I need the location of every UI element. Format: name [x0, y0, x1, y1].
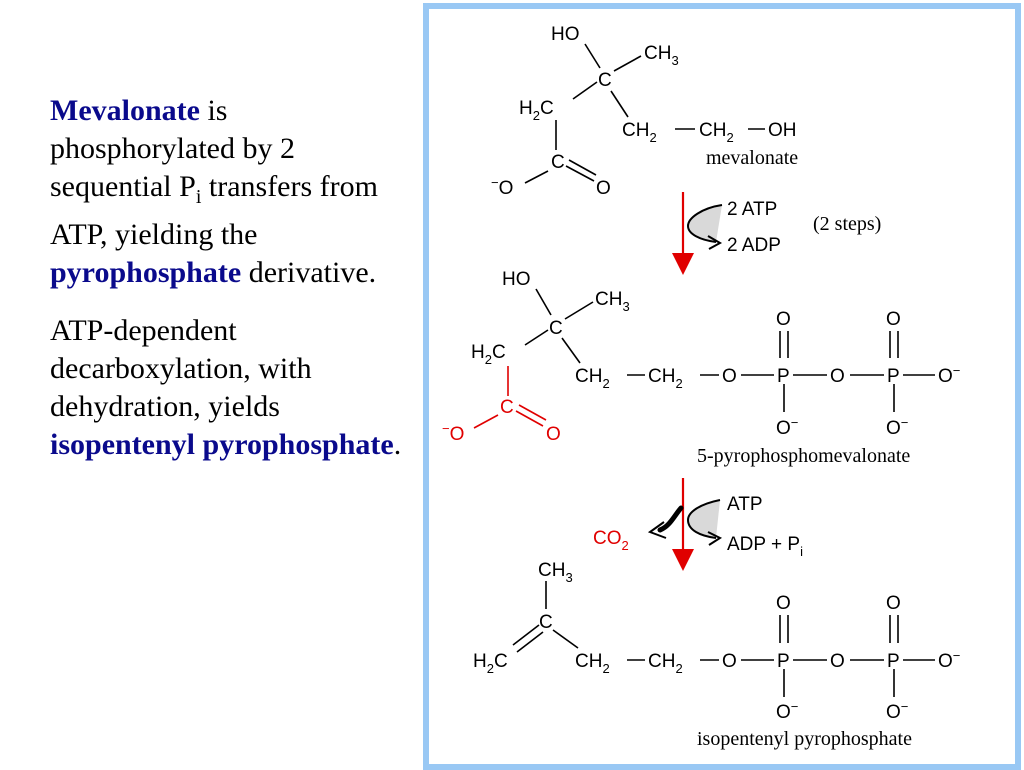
atom-o-minus: O− — [938, 363, 960, 387]
atom-c-central: C — [598, 70, 612, 91]
reaction-scheme: HO CH3 C H2C CH2 CH2 OH C −O O mevalonat… — [442, 24, 960, 750]
bond — [610, 90, 629, 118]
mevalonate-structure: HO CH3 C H2C CH2 CH2 OH C −O O mevalonat… — [491, 24, 798, 199]
bond — [552, 629, 579, 649]
label-atp: ATP — [727, 494, 763, 515]
reaction-step-1: 2 ATP 2 ADP (2 steps) — [672, 192, 881, 275]
atom-c-central: C — [549, 318, 563, 339]
label-isopentenyl-pyrophosphate: isopentenyl pyrophosphate — [697, 728, 912, 750]
paragraph-text: is phosphorylated by 2 sequential P — [50, 94, 295, 203]
atom-o: O — [722, 366, 737, 387]
bond — [564, 301, 594, 320]
paragraph-text: . — [393, 428, 402, 461]
atom-p: P — [887, 366, 900, 387]
atom-o: O — [830, 366, 845, 387]
atom-h2c: H2C — [473, 651, 508, 676]
bond-red — [473, 414, 499, 429]
bond-double — [565, 165, 595, 182]
atom-o: O — [776, 593, 791, 614]
term-mevalonate: Mevalonate — [50, 94, 200, 127]
label-adp-pi: ADP + Pi — [727, 534, 803, 559]
atom-p: P — [887, 651, 900, 672]
atom-p: P — [777, 366, 790, 387]
label-pyrophosphomevalonate: 5-pyrophosphomevalonate — [697, 445, 910, 467]
atom-o: O — [830, 651, 845, 672]
curved-arrow-head — [707, 235, 723, 250]
label-2-adp: 2 ADP — [727, 235, 781, 256]
paragraph-decarboxylation: ATP-dependent decarboxylation, with dehy… — [50, 312, 410, 464]
atom-oh: OH — [768, 120, 797, 141]
reaction-step-2: ATP ADP + Pi CO2 — [593, 478, 803, 571]
atom-c-carboxyl-red: C — [500, 397, 514, 418]
atom-ch2: CH2 — [648, 366, 683, 391]
reaction-panel — [423, 3, 1021, 770]
atom-ho: HO — [502, 269, 531, 290]
curved-arrow-head — [707, 531, 723, 546]
atom-o-minus: O− — [776, 415, 798, 439]
atom-p: P — [777, 651, 790, 672]
atom-c: C — [539, 612, 553, 633]
bond-double — [516, 631, 544, 653]
atom-ch2: CH2 — [575, 651, 610, 676]
term-pyrophosphate: pyrophosphate — [50, 256, 242, 289]
atom-o-minus: O− — [776, 699, 798, 723]
curved-arrow-atp-adp — [686, 204, 723, 243]
atom-ch2: CH2 — [699, 120, 734, 145]
atom-o-red: O — [546, 424, 561, 445]
bond — [572, 81, 598, 100]
atom-o-minus: O− — [938, 648, 960, 672]
atom-o: O — [886, 309, 901, 330]
curved-arrow-atp-adp — [686, 499, 721, 539]
atom-ch2: CH2 — [648, 651, 683, 676]
bond — [524, 170, 549, 184]
atom-ch3: CH3 — [595, 289, 630, 314]
bond — [584, 43, 601, 69]
bond-red-double — [515, 410, 544, 427]
label-2-atp: 2 ATP — [727, 199, 777, 220]
atom-ho: HO — [551, 24, 580, 45]
atom-o-minus: −O — [491, 175, 513, 199]
paragraph-text: derivative. — [241, 256, 377, 289]
atom-o: O — [722, 651, 737, 672]
atom-h2c: H2C — [519, 98, 554, 123]
atom-c-carboxyl: C — [551, 152, 565, 173]
subscript-i: i — [195, 186, 202, 208]
isopentenyl-pyrophosphate-structure: CH3 C H2C CH2 CH2 O P O P O− O O O− O− i… — [473, 560, 960, 750]
atom-ch2: CH2 — [575, 366, 610, 391]
atom-h2c: H2C — [471, 342, 506, 367]
atom-o-minus: O− — [886, 415, 908, 439]
atom-ch3: CH3 — [644, 43, 679, 68]
bond — [524, 329, 549, 346]
paragraph-text: ATP-dependent decarboxylation, with dehy… — [50, 314, 312, 423]
bond-double — [568, 159, 597, 176]
curved-arrow-head — [647, 521, 667, 539]
bond — [535, 288, 552, 316]
pyrophosphomevalonate-structure: HO CH3 C H2C CH2 CH2 O P O P O− O O O− O… — [442, 269, 960, 467]
label-2-steps: (2 steps) — [813, 213, 881, 235]
term-isopentenyl-pyrophosphate: isopentenyl pyrophosphate — [50, 428, 394, 461]
atom-o: O — [776, 309, 791, 330]
bond-double — [512, 624, 540, 646]
atom-o: O — [596, 178, 611, 199]
bond-red-double — [518, 404, 547, 421]
atom-ch2: CH2 — [622, 120, 657, 145]
paragraph-phosphorylation: Mevalonate is phosphorylated by 2 sequen… — [50, 92, 410, 292]
bond — [613, 55, 642, 72]
atom-o-minus-red: −O — [442, 421, 464, 445]
atom-o-minus: O− — [886, 699, 908, 723]
atom-ch3: CH3 — [538, 560, 573, 585]
atom-o: O — [886, 593, 901, 614]
label-co2: CO2 — [593, 528, 629, 553]
curved-arrow-co2 — [657, 505, 684, 533]
paragraph-text: transfers from ATP, yielding the — [50, 170, 378, 251]
explanation-text: Mevalonate is phosphorylated by 2 sequen… — [50, 92, 410, 484]
label-mevalonate: mevalonate — [706, 147, 798, 169]
bond — [561, 337, 581, 364]
